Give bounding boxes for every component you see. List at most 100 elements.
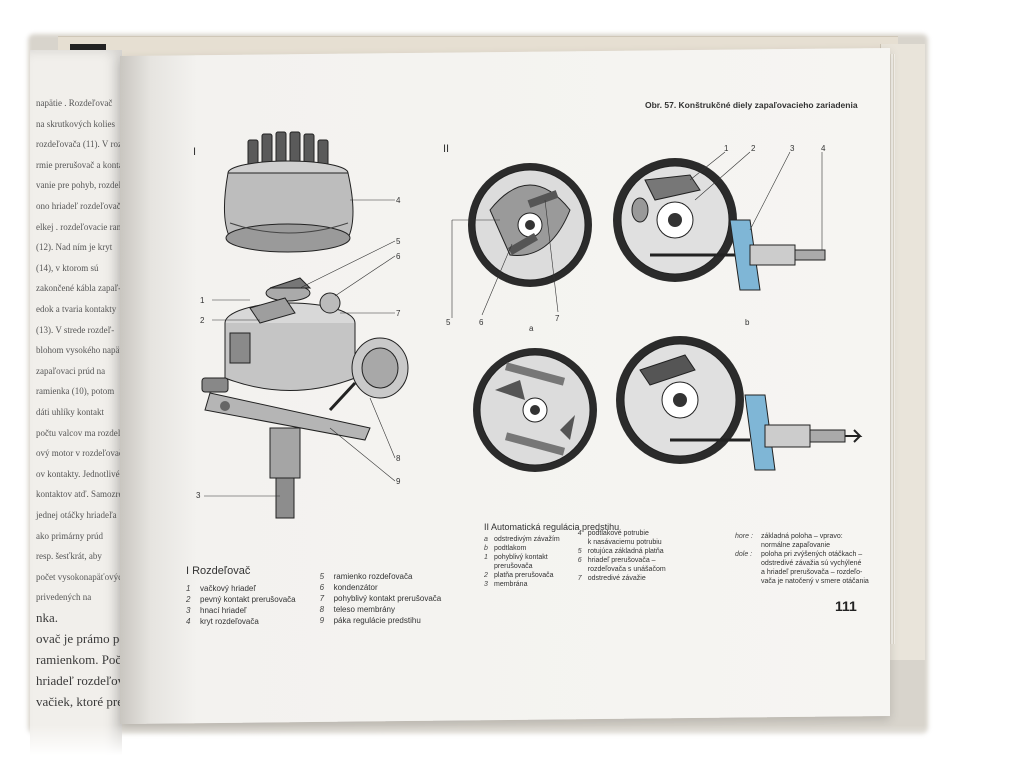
legend-text: kryt rozdeľovača (200, 617, 259, 626)
left-page-line: dáti uhlíky kontakt (36, 407, 104, 417)
left-page-line: vačiek, ktoré prerušovač (36, 694, 122, 709)
legend-number: 3 (484, 581, 488, 588)
leader-5: 5 (396, 237, 401, 246)
left-page-line: zapaľovaci prúd na (36, 365, 106, 376)
legend-text: k nasávaciemu potrubiu (587, 539, 662, 546)
leader-a-5: 5 (446, 318, 451, 327)
legend-row: normálne zapaľovanie (735, 541, 869, 550)
legend-row: 6 hriadeľ prerušovača – (578, 556, 666, 565)
leader-1: 1 (200, 296, 205, 305)
legend-advance-heading: II Automatická regulácia predstihu (484, 522, 620, 532)
left-page-line: nka. (36, 610, 59, 625)
legend-positions: hore : základná poloha – vpravo:normálne … (735, 532, 869, 586)
left-page-line: edok a tvaria kontakty (36, 304, 117, 314)
left-page-line: napätie . Rozdeľovač (36, 98, 113, 108)
legend-row: k nasávaciemu potrubiu (578, 538, 666, 547)
left-page-line: jednej otáčky hriadeľa (36, 510, 117, 520)
legend-row: vača je natočený v smere otáčania (735, 577, 869, 586)
legend-number: 5 (577, 548, 582, 555)
legend-number: 3 (186, 606, 191, 615)
figure-caption: Obr. 57. Konštrukčné diely zapaľovacieho… (645, 100, 858, 110)
legend-number: 1 (484, 554, 488, 561)
left-page-line: ovač je prámo pod (36, 631, 122, 646)
legend-number: 7 (319, 594, 325, 603)
leader-a-7: 7 (555, 314, 560, 323)
left-page-line: ov kontakty. Jednotlivé (36, 468, 120, 479)
legend-text: rotujúca základná platňa (587, 548, 664, 555)
left-page-line: na skrutkových kolies (36, 118, 115, 129)
figure-label-a: a (529, 324, 534, 333)
left-page: napätie . Rozdeľovač na skrutkových kolie… (30, 50, 122, 768)
legend-text: membrána (494, 581, 528, 588)
legend-number: 8 (319, 605, 325, 614)
legend-number (735, 577, 761, 586)
left-page-line: blohom vysokého napätia (36, 345, 122, 356)
legend-number: b (484, 545, 488, 552)
legend-text: páka regulácie predstihu (333, 616, 421, 625)
left-page-line: elkej . rozdeľovacie ramienko (36, 221, 122, 232)
legend-number: 6 (577, 557, 582, 564)
legend-number: a (484, 536, 488, 543)
legend-row: a hriadeľ prerušovača – rozdeľo- (735, 568, 869, 577)
legend-text: odstredivým závažím (494, 536, 560, 543)
legend-positions-col: hore : základná poloha – vpravo:normálne … (735, 532, 869, 586)
legend-row: 5 rotujúca základná platňa (578, 547, 666, 556)
legend-number: 6 (319, 583, 325, 592)
left-page-line: rozdeľovača (11). V rozdeľo- (36, 139, 122, 150)
legend-row: 4 kryt rozdeľovača (186, 616, 296, 627)
legend-text: základná poloha – vpravo: (761, 533, 843, 540)
left-page-mark (70, 44, 106, 50)
left-page-line: zakončené kábla zapaľ- (36, 283, 122, 294)
legend-number: 1 (186, 584, 191, 593)
bottom-fade (0, 725, 1024, 768)
left-page-line: (14), v ktorom sú (36, 262, 99, 273)
left-page-line: ový motor v rozdeľovači (36, 448, 122, 459)
left-page-line: rmie prerušovač a kontakt- (36, 159, 122, 170)
legend-text: prerušovača (494, 563, 533, 570)
legend-text: podtlakom (494, 545, 527, 552)
legend-number: 4 (186, 617, 191, 626)
section-one-label: I (193, 146, 197, 158)
leader-8: 8 (396, 454, 401, 463)
disc-a-bottom (473, 348, 597, 472)
legend-number (484, 562, 494, 571)
legend-distributor-heading: I Rozdeľovač (186, 565, 251, 577)
left-page-line: počtu valcov ma rozdeľ- (36, 427, 122, 438)
legend-text: platňa prerušovača (494, 572, 554, 579)
legend-number (578, 565, 588, 574)
leader-a-6: 6 (479, 318, 484, 327)
left-page-line: (13). V strede rozdeľ- (36, 324, 115, 335)
disc-a-top (468, 163, 592, 287)
legend-row: 6 kondenzátor (320, 582, 442, 593)
legend-text: pevný kontakt prerušovača (200, 595, 296, 604)
left-page-line: ramienkom. Počas (36, 652, 122, 667)
legend-number: 7 (577, 575, 582, 582)
legend-number: 2 (484, 572, 488, 579)
legend-row: 3 membrána (484, 580, 560, 589)
legend-number (735, 568, 761, 577)
left-page-line: hriadeľ rozdeľovača (36, 673, 122, 688)
legend-text: pohyblivý kontakt prerušovača (333, 594, 442, 603)
legend-text: hriadeľ prerušovača – (587, 557, 656, 564)
leader-b-3: 3 (790, 144, 795, 153)
left-page-line: kontaktov atď. Samozrejme (36, 489, 122, 500)
legend-row: a odstredivým závažím (484, 535, 560, 544)
legend-number: hore : (735, 533, 753, 540)
legend-text: kondenzátor (333, 583, 378, 592)
leader-3: 3 (196, 491, 201, 500)
legend-text: podtlakové potrubie (587, 530, 649, 537)
leader-2: 2 (200, 316, 205, 325)
disc-b-bottom (616, 336, 863, 471)
leader-b-4: 4 (821, 144, 826, 153)
leader-b-2: 2 (751, 144, 756, 153)
